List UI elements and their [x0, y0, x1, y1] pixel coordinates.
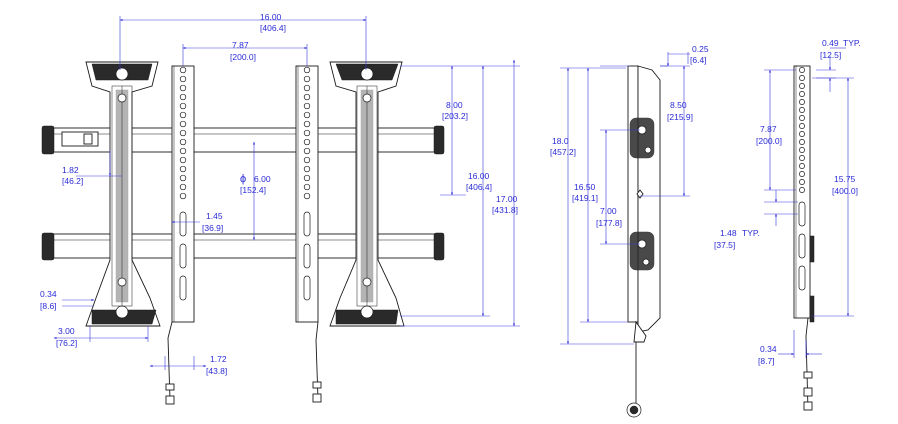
bar-spacing-mm: [46.2]	[62, 176, 83, 186]
pivot-diameter-symbol: ϕ	[240, 173, 246, 185]
side-view: 0.25 [6.4] 8.50 [215.9] 18.0 [457.2] 16.…	[550, 44, 709, 418]
top-offset-mm: [6.4]	[690, 55, 707, 65]
rail-offset-mm: [36.9]	[202, 223, 223, 233]
overall-height-in: 17.00	[496, 194, 518, 204]
hole-group-mm: [200.0]	[756, 136, 782, 146]
top-to-center-mm: [203.2]	[442, 111, 468, 121]
top-cross-bar	[41, 125, 445, 155]
rail-length-in: 15.75	[834, 174, 856, 184]
foot-height-mm: [8.6]	[40, 301, 57, 311]
mount-height-in: 16.50	[574, 182, 596, 192]
bracket-height-in: 8.50	[670, 100, 687, 110]
rail-view: 0.49 TYP. [12.5] 7.87 [200.0] 15.75 [400…	[714, 38, 861, 411]
top-to-center-in: 8.00	[446, 100, 463, 110]
slot-spacing-in: 1.48	[720, 228, 737, 238]
rail-offset-in: 1.45	[206, 211, 223, 221]
bottom-cross-bar	[41, 232, 445, 261]
slot-spacing-typ: TYP.	[742, 228, 760, 238]
pivot-diameter-mm: [152.4]	[240, 185, 266, 195]
side-overall-height-mm: [457.2]	[550, 147, 576, 157]
pivot-diameter-in: 6.00	[254, 174, 271, 184]
bracket-height-mm: [215.9]	[667, 112, 693, 122]
overall-width-in: 16.00	[260, 12, 282, 22]
left-arm	[85, 61, 161, 327]
foot-height-in: 0.34	[40, 289, 57, 299]
rail-width-mm: [43.8]	[206, 366, 227, 376]
tilt-center-in: 7.00	[600, 206, 617, 216]
tilt-center-mm: [177.8]	[596, 218, 622, 228]
overall-height-mm: [431.8]	[492, 205, 518, 215]
overall-width-mm: [406.4]	[260, 23, 286, 33]
right-wall-rail	[295, 65, 322, 403]
rail-depth-mm: [8.7]	[758, 356, 775, 366]
mount-height-mm: [419.1]	[572, 193, 598, 203]
arm-height-mm: [406.4]	[466, 182, 492, 192]
slot-spacing-mm: [37.5]	[714, 240, 735, 250]
rail-spacing-mm: [200.0]	[230, 52, 256, 62]
top-offset-in: 0.25	[692, 44, 709, 54]
hole-pitch-typ: TYP.	[843, 38, 861, 48]
hole-group-in: 7.87	[760, 124, 777, 134]
foot-width-in: 3.00	[58, 326, 75, 336]
rail-width-in: 1.72	[210, 354, 227, 364]
rail-spacing-in: 7.87	[232, 40, 249, 50]
rail-depth-in: 0.34	[760, 344, 777, 354]
right-arm	[329, 61, 405, 327]
hole-pitch-mm: [12.5]	[820, 50, 841, 60]
rail-length-mm: [400.0]	[832, 186, 858, 196]
bar-spacing-in: 1.82	[62, 165, 79, 175]
front-view: 16.00 [406.4] 7.87 [200.0] 8.00 [203.2] …	[40, 12, 520, 405]
arm-height-in: 16.00	[468, 171, 490, 181]
left-wall-rail	[165, 65, 195, 405]
hole-pitch-in: 0.49	[822, 38, 839, 48]
side-overall-height-in: 18.0	[552, 136, 569, 146]
foot-width-mm: [76.2]	[56, 338, 77, 348]
